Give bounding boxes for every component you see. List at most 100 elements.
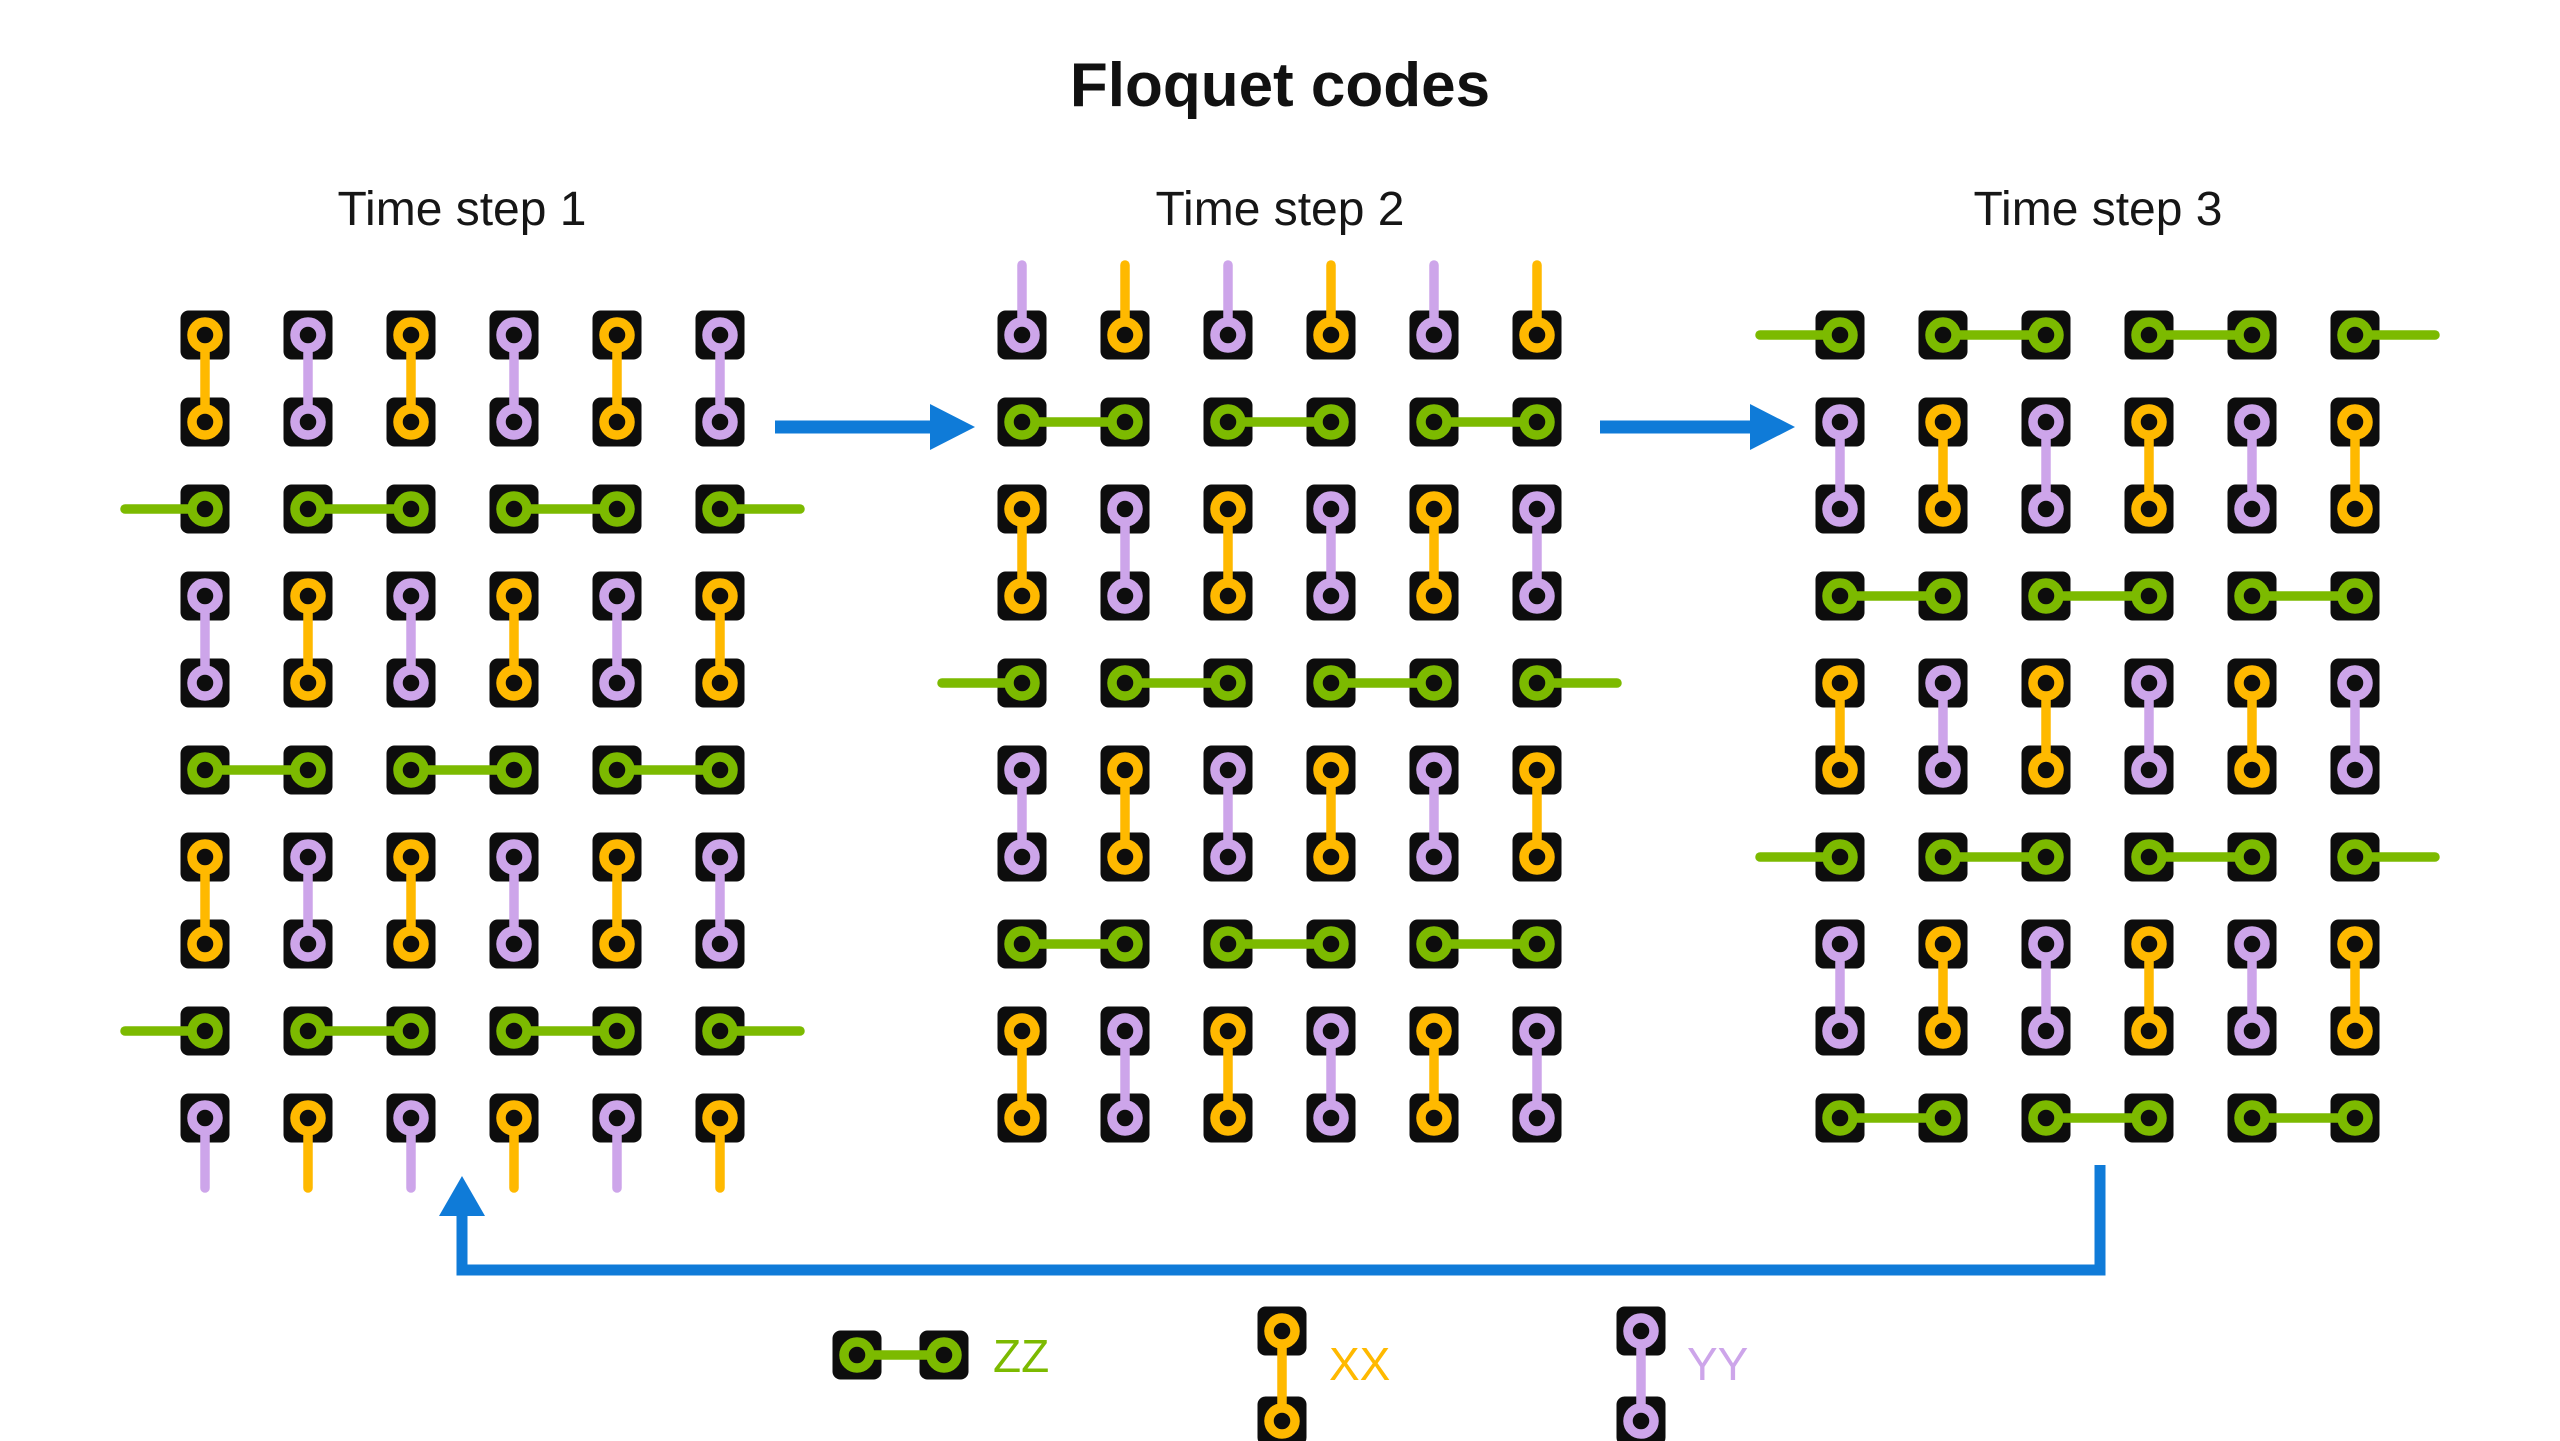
qubit-ring (2337, 317, 2373, 353)
qubit-ring (2337, 926, 2373, 962)
qubit-ring (290, 752, 326, 788)
qubit-ring (187, 839, 223, 875)
qubit-ring (393, 1100, 429, 1136)
qubit-ring (2131, 1100, 2167, 1136)
qubit-ring (393, 752, 429, 788)
qubit-ring (1004, 752, 1040, 788)
qubit-ring (187, 578, 223, 614)
qubit-ring (1519, 1100, 1555, 1136)
qubit-ring (1210, 578, 1246, 614)
panel-time-step-2-grid (937, 260, 1622, 1143)
qubit-ring (2028, 317, 2064, 353)
qubit-ring (1822, 926, 1858, 962)
qubit-ring (290, 839, 326, 875)
qubit-ring (2337, 404, 2373, 440)
panel-label-time-step-2: Time step 2 (1155, 183, 1405, 236)
qubit-ring (2337, 1100, 2373, 1136)
qubit-ring (1519, 1013, 1555, 1049)
qubit-ring (1107, 665, 1143, 701)
qubit-ring (1925, 1100, 1961, 1136)
qubit-ring (1004, 404, 1040, 440)
qubit-ring (1416, 1013, 1452, 1049)
qubit-ring (702, 404, 738, 440)
qubit-ring (290, 491, 326, 527)
qubit-ring (187, 1100, 223, 1136)
qubit-ring (2234, 578, 2270, 614)
qubit-ring (2234, 404, 2270, 440)
qubit-ring (1210, 317, 1246, 353)
qubit-ring (1313, 404, 1349, 440)
qubit-ring (1822, 665, 1858, 701)
qubit-ring (393, 839, 429, 875)
qubit-ring (1107, 926, 1143, 962)
qubit-ring (187, 491, 223, 527)
qubit-ring (2337, 752, 2373, 788)
qubit-ring (702, 1013, 738, 1049)
panel-label-time-step-1: Time step 1 (337, 183, 587, 236)
qubit-ring (393, 491, 429, 527)
qubit-ring (290, 926, 326, 962)
qubit-ring (393, 926, 429, 962)
qubit-ring (2028, 1013, 2064, 1049)
qubit-ring (2028, 665, 2064, 701)
qubit-ring (2028, 839, 2064, 875)
qubit-ring (496, 317, 532, 353)
qubit-ring (1416, 317, 1452, 353)
qubit-ring (2028, 491, 2064, 527)
qubit-ring (2337, 578, 2373, 614)
qubit-ring (1416, 665, 1452, 701)
qubit-ring (1004, 578, 1040, 614)
qubit-ring (496, 665, 532, 701)
qubit-ring (2028, 578, 2064, 614)
qubit-ring (2131, 839, 2167, 875)
qubit-ring (702, 665, 738, 701)
qubit-ring (290, 1100, 326, 1136)
qubit-ring (1210, 1100, 1246, 1136)
qubit-ring (290, 665, 326, 701)
qubit-ring (496, 752, 532, 788)
qubit-ring (599, 578, 635, 614)
qubit-ring (1822, 839, 1858, 875)
qubit-ring (290, 317, 326, 353)
qubit-ring (1313, 665, 1349, 701)
qubit-ring (1519, 752, 1555, 788)
qubit-ring (1519, 317, 1555, 353)
qubit-ring (2234, 752, 2270, 788)
qubit-ring (1210, 839, 1246, 875)
qubit-ring (2337, 665, 2373, 701)
legend-label-xx: XX (1329, 1338, 1391, 1390)
qubit-ring (2028, 404, 2064, 440)
qubit-ring (1210, 752, 1246, 788)
qubit-ring (599, 926, 635, 962)
qubit-ring (496, 491, 532, 527)
qubit-ring (702, 926, 738, 962)
panel-time-step-1-grid (120, 310, 805, 1193)
qubit-ring (1822, 1100, 1858, 1136)
qubit-ring (599, 491, 635, 527)
qubit-ring (1313, 578, 1349, 614)
qubit-ring (290, 578, 326, 614)
qubit-ring (1210, 404, 1246, 440)
qubit-ring (1623, 1313, 1659, 1349)
arrow-head (930, 404, 975, 450)
qubit-ring (1210, 665, 1246, 701)
qubit-ring (1822, 752, 1858, 788)
qubit-ring (1210, 926, 1246, 962)
arrow-head (1750, 404, 1795, 450)
qubit-ring (2234, 1100, 2270, 1136)
qubit-ring (702, 752, 738, 788)
qubit-ring (1925, 578, 1961, 614)
qubit-ring (2234, 839, 2270, 875)
qubit-ring (290, 1013, 326, 1049)
qubit-ring (1822, 317, 1858, 353)
qubit-ring (2234, 665, 2270, 701)
qubit-ring (1519, 665, 1555, 701)
qubit-ring (2234, 926, 2270, 962)
qubit-ring (1004, 665, 1040, 701)
qubit-ring (599, 404, 635, 440)
qubit-ring (1925, 404, 1961, 440)
qubit-ring (2131, 1013, 2167, 1049)
qubit-ring (1313, 1100, 1349, 1136)
